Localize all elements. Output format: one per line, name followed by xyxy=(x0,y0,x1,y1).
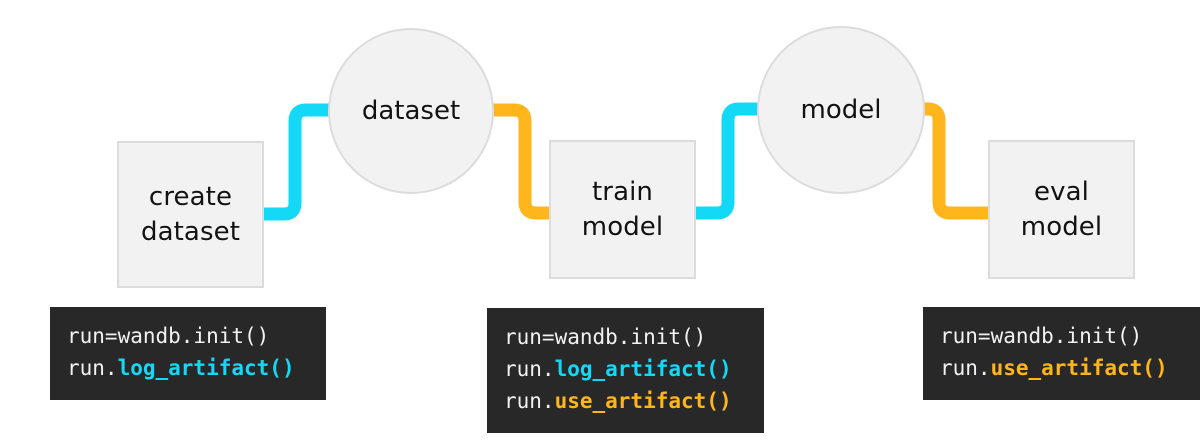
code-token-plain: run. xyxy=(504,388,555,413)
artifact-dataset[interactable]: dataset xyxy=(328,28,494,194)
code-token-plain: run. xyxy=(504,356,555,381)
node-eval-model-line2: model xyxy=(1020,211,1103,242)
artifact-model[interactable]: model xyxy=(757,26,925,194)
code-token-cyan: log_artifact() xyxy=(117,355,295,380)
code-line: run=wandb.init() xyxy=(504,322,747,354)
connector-create-dataset-to-dataset xyxy=(256,103,340,221)
code-line: run=wandb.init() xyxy=(940,321,1183,353)
code-token-plain: run=wandb.init() xyxy=(67,324,270,348)
node-create-dataset-line1: create xyxy=(148,181,233,212)
node-train-model-line2: model xyxy=(581,211,664,242)
code-line: run.use_artifact() xyxy=(504,386,747,418)
code-line: run.log_artifact() xyxy=(67,353,309,385)
connector-train-model-to-model xyxy=(688,102,772,220)
code-token-plain: run=wandb.init() xyxy=(504,325,707,349)
code-line: run.use_artifact() xyxy=(940,353,1183,385)
code-token-plain: run. xyxy=(940,355,991,380)
connector-dataset-to-train-model xyxy=(482,103,563,220)
node-train-model[interactable]: train model xyxy=(549,140,696,279)
node-eval-model-line1: eval xyxy=(1034,176,1089,207)
node-train-model-line1: train xyxy=(591,176,654,207)
connector-model-to-eval-model xyxy=(914,102,1001,220)
code-token-orange: use_artifact() xyxy=(554,388,732,413)
code-line: run=wandb.init() xyxy=(67,321,309,353)
code-token-plain: run=wandb.init() xyxy=(940,324,1143,348)
artifact-model-label: model xyxy=(800,95,882,125)
code-block-eval-model: run=wandb.init() run.use_artifact() xyxy=(923,307,1200,400)
node-create-dataset-line2: dataset xyxy=(141,216,240,247)
node-eval-model[interactable]: eval model xyxy=(988,140,1135,279)
code-token-orange: use_artifact() xyxy=(990,355,1168,380)
code-token-cyan: log_artifact() xyxy=(554,356,732,381)
code-block-train-model: run=wandb.init()run.log_artifact()run.us… xyxy=(487,308,764,433)
node-create-dataset[interactable]: create dataset xyxy=(117,141,264,288)
code-block-create-dataset: run=wandb.init() run.log_artifact() xyxy=(50,307,326,400)
code-line: run.log_artifact() xyxy=(504,354,747,386)
artifact-dataset-label: dataset xyxy=(361,96,461,126)
code-token-plain: run. xyxy=(67,355,118,380)
